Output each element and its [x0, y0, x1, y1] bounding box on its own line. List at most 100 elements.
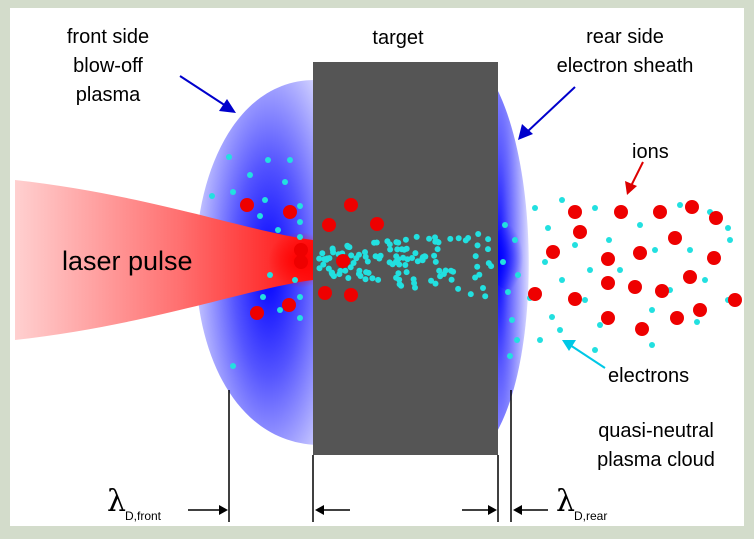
ion-dot — [546, 245, 560, 259]
electron-dot — [432, 258, 439, 265]
ion-dot — [670, 311, 684, 325]
electron-dot — [652, 247, 658, 253]
electron-dot — [230, 189, 236, 195]
ion-dot — [693, 303, 707, 317]
ions-pointer-head — [625, 181, 637, 195]
electron-dot — [316, 265, 323, 272]
electron-dot — [393, 253, 400, 260]
electron-dot — [409, 255, 415, 261]
electron-dot — [373, 239, 380, 246]
electron-dot — [356, 267, 363, 274]
ion-dot — [635, 322, 649, 336]
lambda-front-arrowhead — [219, 505, 228, 515]
front-plasma-pointer — [179, 75, 227, 107]
lambda-rear-subscript: D,rear — [574, 509, 607, 523]
electron-dot — [587, 267, 593, 273]
plasma-cloud-label-line2: plasma cloud — [597, 449, 715, 471]
front-plasma-label-line2: blow-off — [73, 55, 143, 77]
electron-dot — [362, 253, 369, 260]
electrons-pointer-head — [562, 340, 576, 351]
electron-dot — [474, 263, 481, 270]
electron-dot — [559, 197, 565, 203]
electron-dot — [375, 276, 382, 283]
electron-dot — [230, 363, 236, 369]
electron-dot — [727, 237, 733, 243]
ion-dot — [655, 284, 669, 298]
electron-dot — [557, 327, 563, 333]
ion-dot — [282, 298, 296, 312]
electron-dot — [364, 258, 371, 265]
electron-dot — [649, 307, 655, 313]
rear-sheath-pointer-head — [518, 124, 533, 140]
laser-pulse-beam — [15, 180, 313, 340]
ion-dot — [283, 205, 297, 219]
ion-dot — [322, 218, 336, 232]
electron-dot — [356, 251, 362, 258]
electron-dot — [401, 246, 408, 253]
ion-dot — [683, 270, 697, 284]
electron-dot — [297, 203, 303, 209]
electron-dot — [394, 246, 401, 253]
electron-dot — [402, 236, 409, 243]
electron-dot — [694, 319, 700, 325]
electron-dot — [320, 261, 327, 268]
lambda-rear-arrowhead — [513, 505, 522, 515]
electron-dot — [342, 267, 349, 274]
electron-dot — [485, 236, 492, 243]
electron-dot — [387, 246, 394, 253]
rear-sheath-hotspot — [488, 226, 532, 290]
electron-dot — [209, 193, 215, 199]
ion-dot — [601, 276, 615, 290]
electron-dot — [512, 237, 518, 243]
ion-dot — [653, 205, 667, 219]
electron-dot — [330, 249, 337, 256]
front-plasma-pointer-head — [219, 99, 236, 113]
electron-dot — [542, 259, 548, 265]
electron-dot — [404, 256, 411, 263]
electron-dot — [515, 272, 521, 278]
electron-dot — [559, 277, 565, 283]
electron-dot — [687, 247, 693, 253]
electron-dot — [617, 267, 623, 273]
electron-dot — [393, 239, 400, 246]
ion-dot — [240, 198, 254, 212]
electron-dot — [384, 238, 391, 245]
electron-dot — [505, 289, 511, 295]
electron-dot — [403, 269, 410, 276]
electron-dot — [413, 233, 420, 240]
electron-dot — [297, 315, 303, 321]
electron-dot — [432, 280, 439, 287]
electron-dot — [247, 172, 253, 178]
electron-dot — [411, 280, 418, 287]
ion-dot — [370, 217, 384, 231]
electron-dot — [369, 275, 376, 282]
electron-dot — [275, 227, 281, 233]
electron-dot — [319, 250, 326, 257]
rear-sheath-pointer — [526, 86, 576, 133]
electron-dot — [282, 179, 288, 185]
electron-dot — [398, 282, 405, 289]
electron-dot — [435, 239, 442, 246]
electron-dot — [325, 265, 332, 272]
lambda-rear-symbol: λ — [556, 484, 575, 519]
electron-dot — [265, 157, 271, 163]
electron-dot — [649, 342, 655, 348]
electron-dot — [725, 225, 731, 231]
electron-dot — [386, 259, 393, 266]
target-width-arrowhead-right — [488, 505, 497, 515]
electron-dot — [582, 297, 588, 303]
electron-dot — [462, 237, 469, 244]
electron-dot — [257, 213, 263, 219]
electron-dot — [348, 252, 355, 259]
ion-dot — [668, 231, 682, 245]
electron-dot — [606, 237, 612, 243]
ion-dot — [528, 287, 542, 301]
electron-dot — [447, 235, 454, 242]
electron-dot — [363, 269, 370, 276]
electron-dot — [432, 234, 438, 241]
electron-dot — [442, 267, 449, 274]
electron-dot — [297, 219, 303, 225]
ion-dot — [344, 198, 358, 212]
electron-dot — [336, 271, 343, 278]
